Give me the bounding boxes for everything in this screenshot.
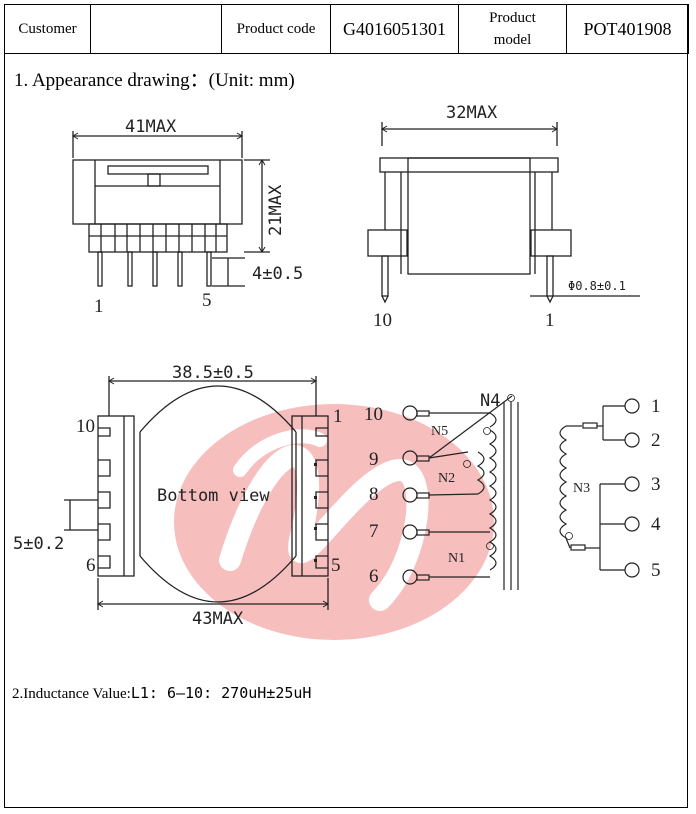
side-width-label: 32MAX xyxy=(446,103,498,123)
schematic-pin-8: 8 xyxy=(369,484,379,505)
schematic-right-pins: 1 2 3 4 5 xyxy=(651,396,661,581)
schematic-pin-3: 3 xyxy=(651,474,661,495)
schematic-pin-10: 10 xyxy=(364,404,383,425)
bottom-bottom-dim-label: 43MAX xyxy=(192,609,244,629)
product-code-value: G4016051301 xyxy=(330,4,459,54)
front-pin-left: 1 xyxy=(94,296,104,317)
bottom-view-center-label: Bottom view xyxy=(157,486,270,506)
schematic-winding-labels: N4 N5 N2 N1 N3 xyxy=(431,391,590,566)
front-height-label: 21MAX xyxy=(266,184,286,236)
inductance-value: L1: 6—10: 270uH±25uH xyxy=(130,684,312,702)
customer-label: Customer xyxy=(4,4,91,54)
winding-n4: N4 xyxy=(480,391,500,411)
bottom-view-drawing xyxy=(64,376,329,610)
side-view-drawing xyxy=(367,122,640,304)
front-pin-length-label: 4±0.5 xyxy=(252,264,303,284)
product-model-value: POT401908 xyxy=(566,4,689,54)
schematic-drawing xyxy=(402,395,640,590)
front-pin-right: 5 xyxy=(202,290,212,311)
schematic-pin-4: 4 xyxy=(651,514,661,535)
bottom-pin-bottom-left: 6 xyxy=(86,555,96,576)
schematic-pin-1: 1 xyxy=(651,396,661,417)
bottom-pin-dots xyxy=(314,463,317,562)
bottom-pin-top-right: 1 xyxy=(333,406,343,427)
product-code-label: Product code xyxy=(221,4,331,54)
schematic-pin-6: 6 xyxy=(369,566,379,587)
schematic-pin-5: 5 xyxy=(651,560,661,581)
header-table: Customer Product code G4016051301 Produc… xyxy=(4,4,689,54)
bottom-pin-top-left: 10 xyxy=(76,416,95,437)
front-view-drawing xyxy=(72,131,270,287)
front-width-label: 41MAX xyxy=(125,117,177,137)
side-pin-left: 10 xyxy=(373,310,392,331)
bottom-pin-bottom-right: 5 xyxy=(331,555,341,576)
inductance-label: 2.Inductance Value: xyxy=(12,686,131,702)
schematic-pin-9: 9 xyxy=(369,449,379,470)
winding-n2: N2 xyxy=(438,471,455,486)
bottom-pitch-label: 5±0.2 xyxy=(13,534,64,554)
schematic-pin-7: 7 xyxy=(369,521,379,542)
product-model-label-line1: Product xyxy=(489,10,536,26)
section2-inductance: 2.Inductance Value:L1: 6—10: 270uH±25uH xyxy=(12,684,311,703)
customer-value xyxy=(90,4,222,54)
schematic-polarity-dots xyxy=(463,394,573,550)
product-model-label-line2: model xyxy=(493,32,532,48)
product-model-label: Product model xyxy=(458,4,567,54)
section1-title: 1. Appearance drawing：(Unit: mm) xyxy=(14,70,295,91)
schematic-pin-2: 2 xyxy=(651,430,661,451)
winding-n1: N1 xyxy=(448,551,465,566)
winding-n5: N5 xyxy=(431,424,448,439)
winding-n3: N3 xyxy=(573,481,590,496)
side-pin-right: 1 xyxy=(545,310,555,331)
schematic-left-pins: 10 9 8 7 6 xyxy=(364,404,383,587)
bottom-top-dim-label: 38.5±0.5 xyxy=(172,363,254,383)
side-pin-diameter-label: Φ0.8±0.1 xyxy=(568,279,626,293)
